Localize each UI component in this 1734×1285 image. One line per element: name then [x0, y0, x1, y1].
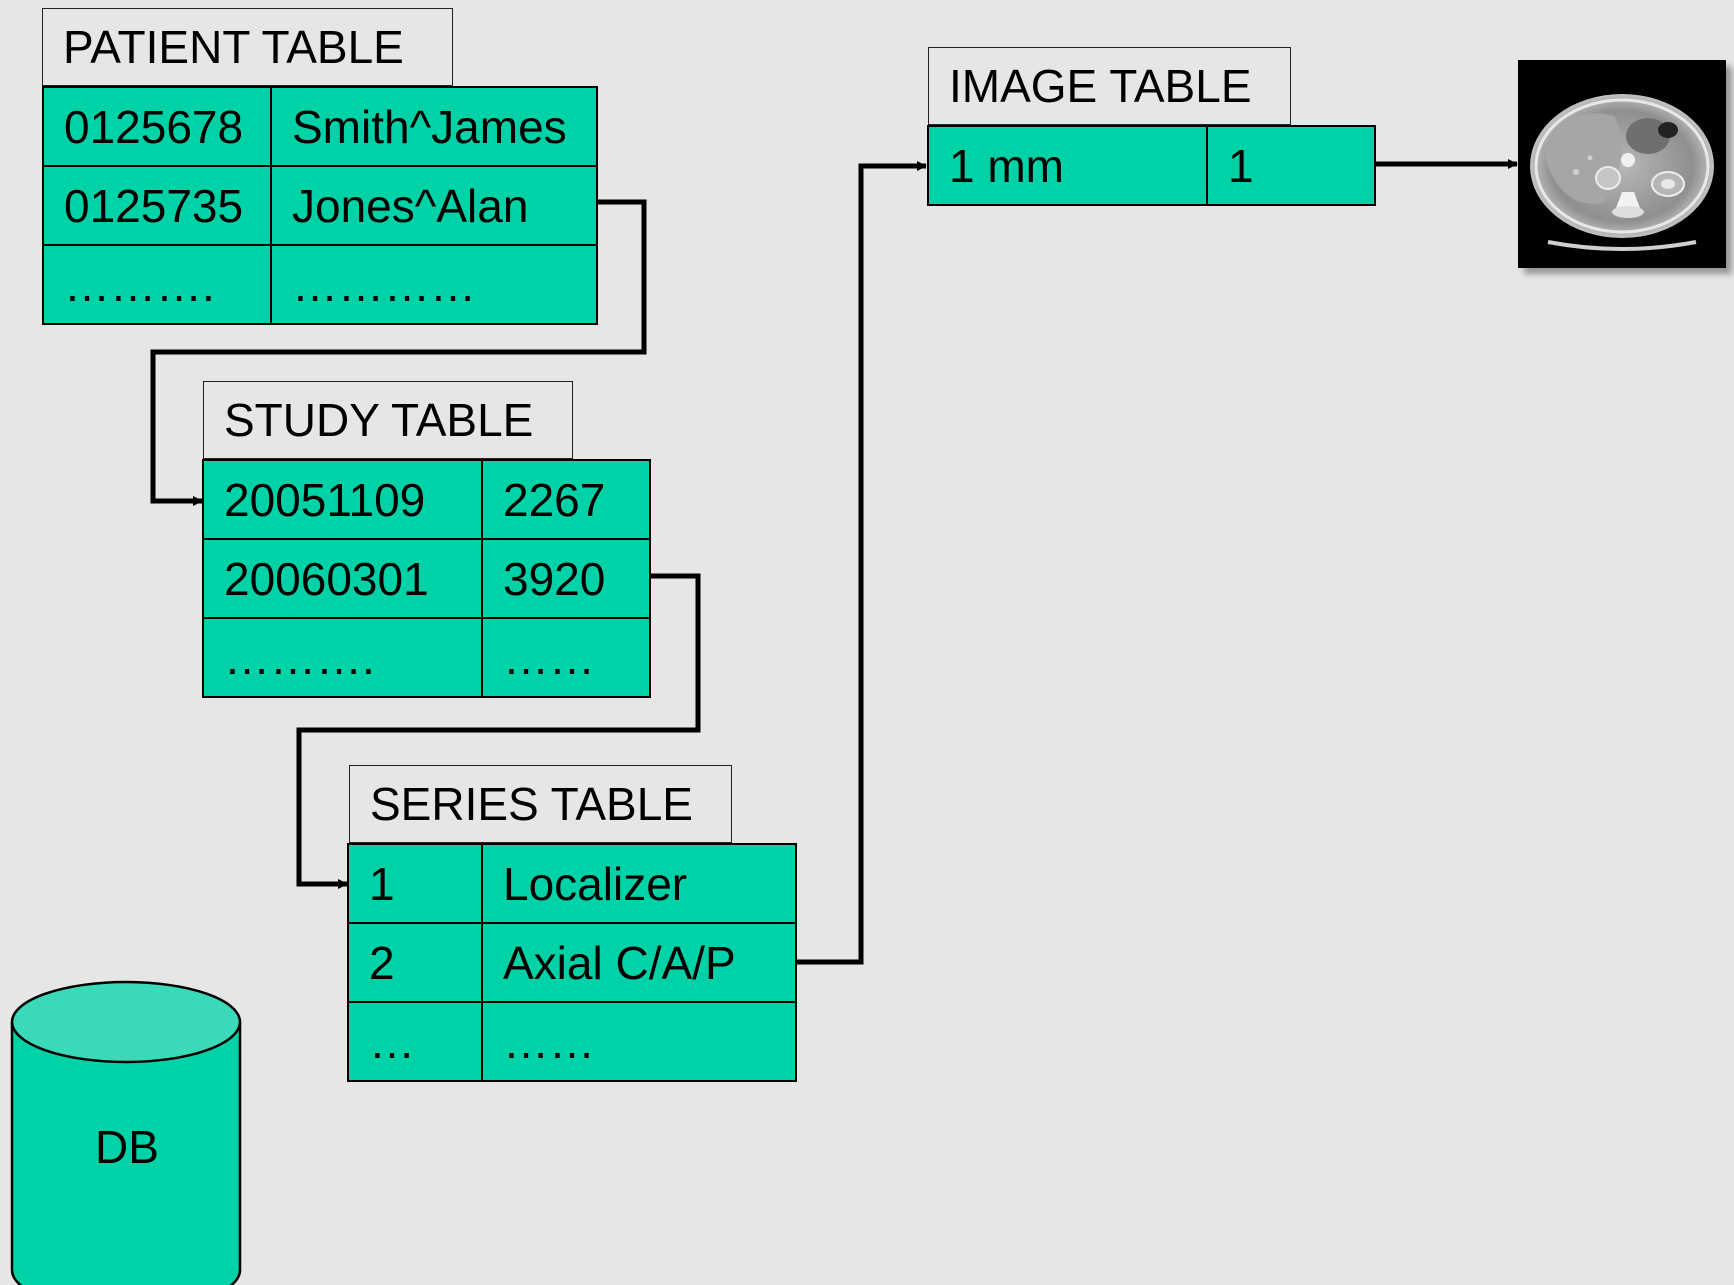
ellipsis-cell: ………. [202, 617, 483, 698]
study-to-series-connector [296, 573, 701, 889]
study-table-title: STUDY TABLE [203, 381, 573, 459]
patient-table-title: PATIENT TABLE [42, 8, 453, 86]
study-id-cell: 3920 [481, 538, 651, 619]
table-row: ………. ………… [42, 244, 598, 325]
series-to-image-connector [794, 161, 927, 965]
table-row[interactable]: 20060301 3920 [202, 538, 651, 619]
table-row[interactable]: 0125678 Smith^James [42, 86, 598, 167]
patient-id-cell: 0125678 [42, 86, 272, 167]
study-id-cell: 2267 [481, 459, 651, 540]
ellipsis-cell: ………… [270, 244, 598, 325]
patient-name-cell: Smith^James [270, 86, 598, 167]
table-row: … …… [347, 1001, 797, 1082]
patient-id-cell: 0125735 [42, 165, 272, 246]
series-table-title: SERIES TABLE [349, 765, 732, 843]
study-table: 20051109 2267 20060301 3920 ………. …… [202, 459, 651, 698]
table-row[interactable]: 20051109 2267 [202, 459, 651, 540]
table-row[interactable]: 0125735 Jones^Alan [42, 165, 598, 246]
table-row[interactable]: 2 Axial C/A/P [347, 922, 797, 1003]
ellipsis-cell: …… [481, 1001, 797, 1082]
series-description-cell: Axial C/A/P [481, 922, 797, 1003]
ellipsis-cell: … [347, 1001, 483, 1082]
image-table-title: IMAGE TABLE [928, 47, 1291, 125]
database-label: DB [95, 1121, 159, 1173]
series-number-cell: 1 [347, 843, 483, 924]
patient-name-cell: Jones^Alan [270, 165, 598, 246]
ellipsis-cell: …… [481, 617, 651, 698]
ellipsis-cell: ………. [42, 244, 272, 325]
study-date-cell: 20060301 [202, 538, 483, 619]
patient-to-study-connector [150, 199, 647, 506]
ct-scan-axial-slice-icon [1518, 60, 1726, 268]
series-description-cell: Localizer [481, 843, 797, 924]
table-row[interactable]: 1 mm 1 [927, 125, 1376, 206]
ct-image-thumbnail[interactable] [1518, 60, 1726, 268]
image-number-cell: 1 [1206, 125, 1376, 206]
slice-thickness-cell: 1 mm [927, 125, 1208, 206]
series-number-cell: 2 [347, 922, 483, 1003]
table-row[interactable]: 1 Localizer [347, 843, 797, 924]
database-icon [10, 980, 242, 1285]
series-table: 1 Localizer 2 Axial C/A/P … …… [347, 843, 797, 1082]
study-date-cell: 20051109 [202, 459, 483, 540]
patient-table: 0125678 Smith^James 0125735 Jones^Alan …… [42, 86, 598, 325]
table-row: ………. …… [202, 617, 651, 698]
image-table: 1 mm 1 [927, 125, 1376, 206]
